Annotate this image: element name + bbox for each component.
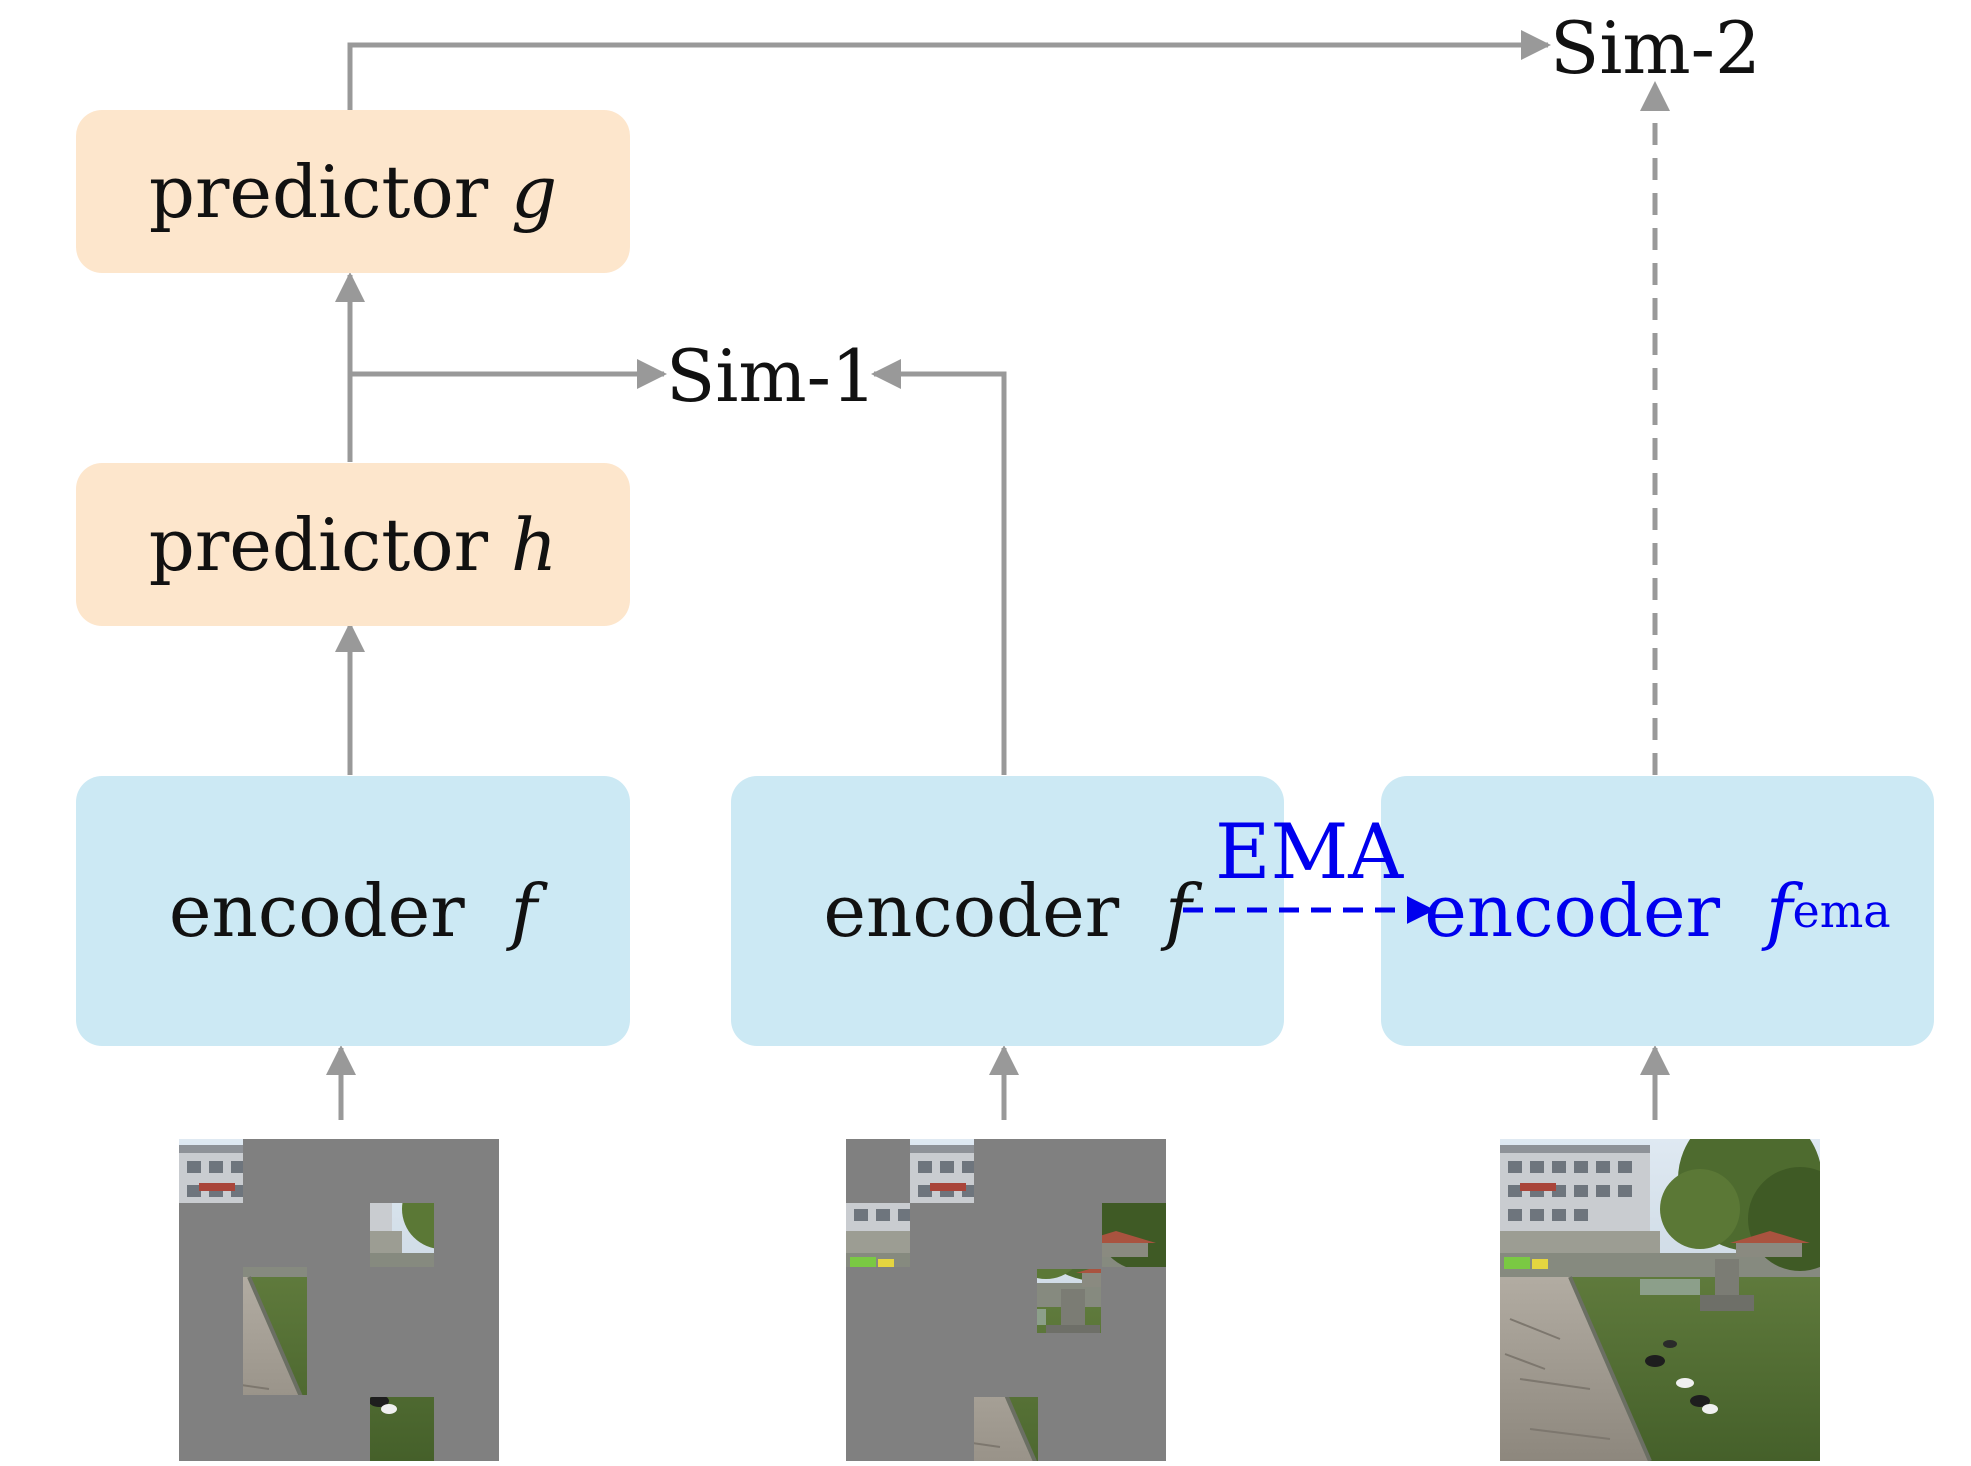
predictor-g-symbol: g [511,149,558,234]
encoder-f-left-box: encoder f [76,776,630,1046]
predictor-h-box: predictor h [76,463,630,626]
encoder-ema-text: encoder [1424,869,1721,953]
ema-label: EMA [1215,807,1404,896]
arrow-predictor-g-to-sim2 [347,30,1551,110]
encoder-ema-symbol: f [1765,869,1793,953]
image-masked-view-1 [179,1139,499,1461]
image-masked-view-2 [846,1139,1166,1461]
encoder-f-mid-box: encoder f [731,776,1284,1046]
encoder-mid-text: encoder [823,869,1120,953]
encoder-ema-subscript: ema [1792,884,1891,938]
encoder-left-symbol: f [510,869,538,953]
sim2-label: Sim-2 [1550,6,1761,90]
predictor-g-text: predictor [148,149,489,234]
sim1-label: Sim-1 [666,334,877,418]
arrow-to-sim1-right [871,359,1007,775]
predictor-h-symbol: h [510,502,558,587]
encoder-left-text: encoder [168,869,465,953]
predictor-g-box: predictor g [76,110,630,273]
predictor-h-text: predictor [148,502,488,587]
